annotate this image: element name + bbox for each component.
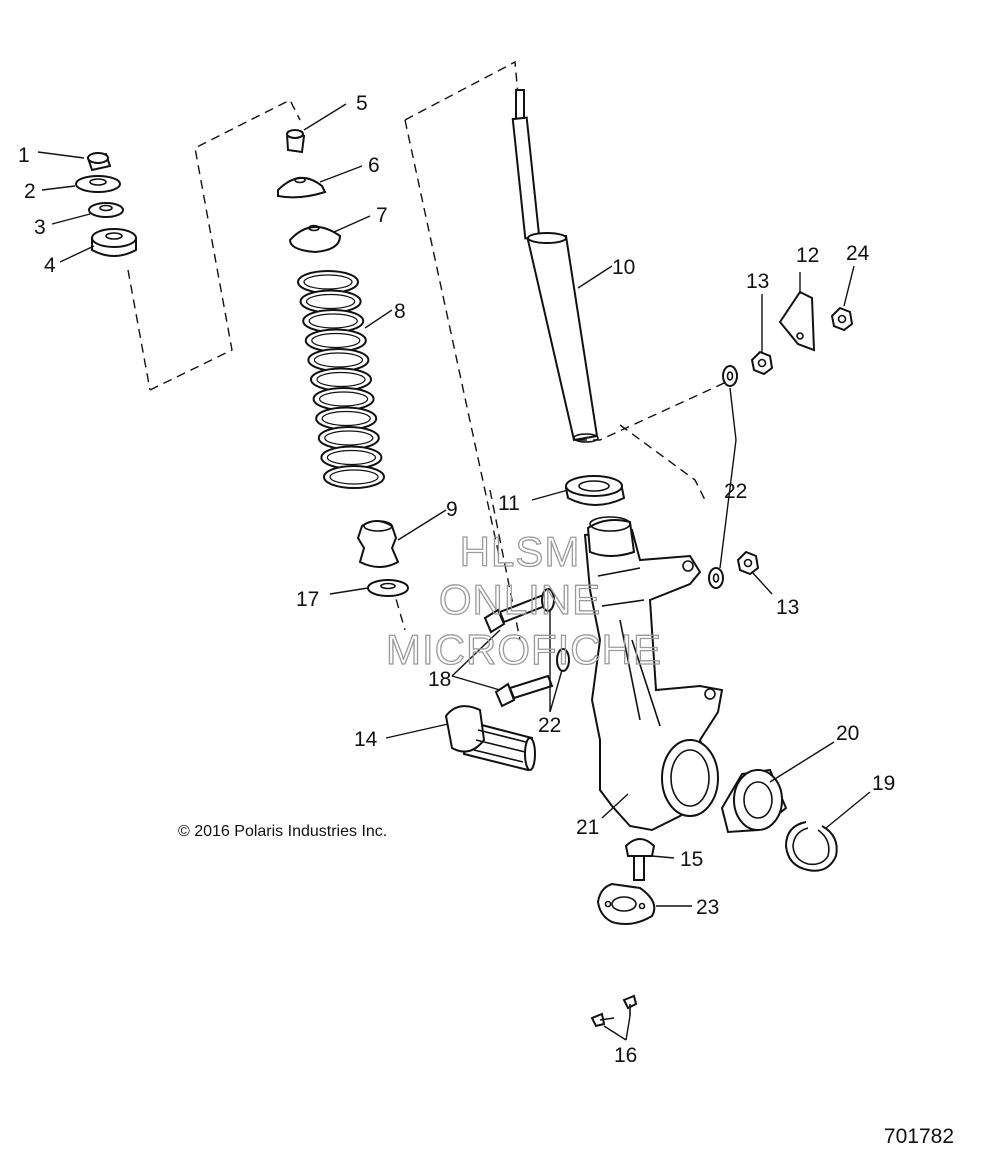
callout-13-lower: 13 bbox=[776, 596, 799, 619]
part-20-bearing bbox=[720, 768, 788, 834]
part-13-nut-lower bbox=[736, 550, 760, 576]
part-17-washer bbox=[367, 579, 409, 597]
callout-24: 24 bbox=[846, 242, 870, 265]
assembly-dash-lines bbox=[127, 60, 736, 641]
spring-coil bbox=[323, 465, 385, 489]
spring-coil-inner bbox=[329, 469, 379, 485]
leader-lines bbox=[37, 103, 871, 1041]
spring-coil-inner bbox=[324, 430, 374, 446]
part-9-bump-stop bbox=[356, 520, 400, 568]
spring-coil-inner bbox=[308, 313, 358, 329]
spring-coil-inner bbox=[303, 274, 353, 290]
part-7-spring-seat bbox=[288, 224, 342, 254]
watermark-line-3: MICROFICHE bbox=[386, 626, 662, 673]
part-13-nut-upper bbox=[750, 350, 774, 376]
callout-18: 18 bbox=[428, 668, 451, 691]
part-15-ball-joint bbox=[624, 838, 656, 881]
watermark: HLSM ONLINE MICROFICHE bbox=[385, 527, 662, 673]
callout-5: 5 bbox=[356, 92, 368, 115]
watermark-line-1: HLSM bbox=[460, 528, 581, 575]
callout-21: 21 bbox=[576, 816, 599, 839]
callout-20: 20 bbox=[836, 722, 859, 745]
part-3-washer bbox=[88, 202, 124, 218]
spring-coil-inner bbox=[311, 332, 361, 349]
part-21-knuckle bbox=[583, 516, 724, 832]
part-24-nut bbox=[830, 306, 854, 332]
spring-coil-inner bbox=[306, 293, 356, 310]
part-4-mount bbox=[91, 228, 137, 257]
part-22-washer-lower bbox=[708, 567, 724, 589]
callout-6: 6 bbox=[368, 154, 380, 177]
callout-16: 16 bbox=[614, 1044, 637, 1067]
callout-labels: 1 2 3 4 5 6 7 8 9 10 11 12 13 24 22 13 1… bbox=[18, 92, 895, 1067]
part-19-snap-ring bbox=[784, 821, 838, 872]
part-8-coil-spring bbox=[297, 270, 385, 489]
callout-19: 19 bbox=[872, 772, 895, 795]
part-22-washer-upper bbox=[722, 365, 738, 387]
callout-23: 23 bbox=[696, 896, 719, 919]
callout-13-upper: 13 bbox=[746, 270, 769, 293]
spring-coil-inner bbox=[313, 352, 363, 368]
spring-coil-inner bbox=[316, 371, 366, 388]
part-6-spring-seat bbox=[277, 176, 327, 199]
part-22-washer-mid bbox=[541, 588, 570, 672]
part-12-bracket bbox=[778, 290, 816, 352]
callout-8: 8 bbox=[394, 300, 406, 323]
part-1-nut bbox=[86, 152, 112, 172]
spring-coil-inner bbox=[321, 410, 371, 427]
callout-4: 4 bbox=[44, 254, 56, 277]
part-23-plate bbox=[596, 882, 656, 925]
part-18-bolt-lower bbox=[494, 674, 554, 708]
part-16-screws bbox=[590, 994, 638, 1028]
part-11-upper-mount bbox=[564, 475, 626, 506]
part-14-stub-shaft bbox=[444, 705, 536, 772]
part-5-nut bbox=[285, 129, 306, 154]
callout-7: 7 bbox=[376, 204, 388, 227]
callout-15: 15 bbox=[680, 848, 703, 871]
part-2-washer bbox=[75, 175, 121, 193]
callout-10: 10 bbox=[612, 256, 635, 279]
copyright-notice: © 2016 Polaris Industries Inc. bbox=[178, 823, 387, 840]
callout-9: 9 bbox=[446, 498, 458, 521]
callout-22-lower: 22 bbox=[538, 714, 561, 737]
watermark-line-2: ONLINE bbox=[439, 576, 601, 623]
spring-coil-inner bbox=[319, 391, 369, 407]
callout-22-upper: 22 bbox=[724, 480, 747, 503]
callout-17: 17 bbox=[296, 588, 319, 611]
spring-coil-inner bbox=[326, 449, 376, 466]
callout-12: 12 bbox=[796, 244, 819, 267]
part-10-shock bbox=[511, 89, 599, 443]
diagram-number: 701782 bbox=[884, 1125, 954, 1148]
callout-2: 2 bbox=[24, 180, 36, 203]
callout-14: 14 bbox=[354, 728, 378, 751]
callout-1: 1 bbox=[18, 144, 30, 167]
callout-11: 11 bbox=[498, 492, 520, 515]
part-18-bolt-upper bbox=[483, 592, 552, 634]
callout-3: 3 bbox=[34, 216, 46, 239]
